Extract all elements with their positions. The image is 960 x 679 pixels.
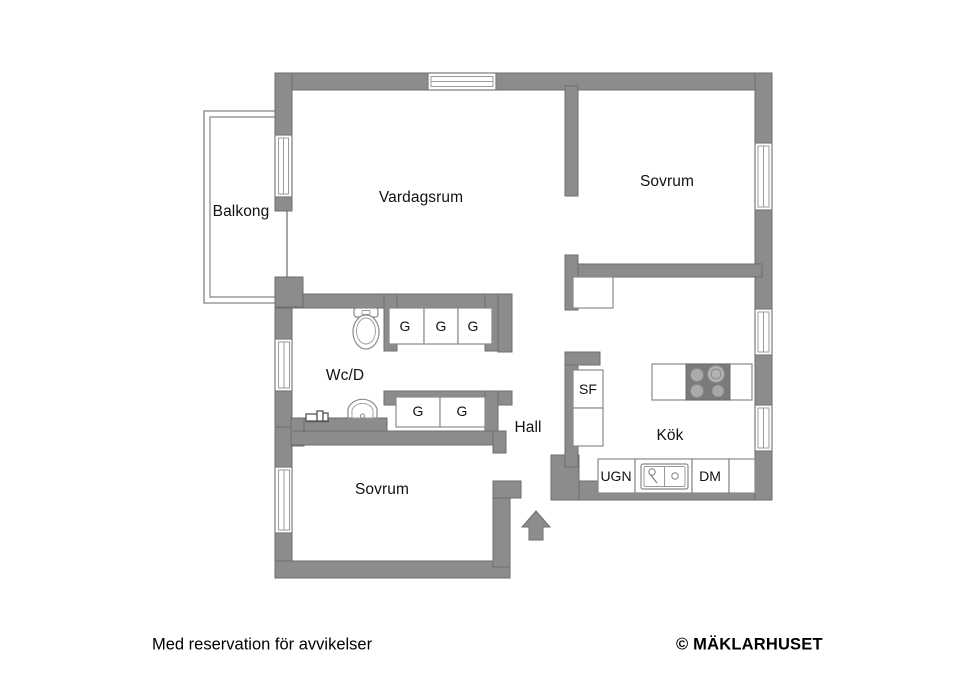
room-label-sovrum-south: Sovrum: [354, 481, 410, 498]
washbasin-icon: [347, 398, 378, 419]
closet-label-lower-1: G: [412, 403, 424, 419]
closet-upper-1: [388, 307, 425, 345]
room-label-hall: Hall: [514, 419, 542, 436]
room-label-wc-d: Wc/D: [325, 367, 365, 384]
wall-left-sill-a: [274, 196, 293, 212]
sf-box-lower: [572, 407, 604, 447]
cabinet-outlines: [388, 276, 614, 428]
sf-box: [572, 369, 604, 409]
closet-label-upper-3: G: [467, 318, 479, 334]
room-label-kok: Kök: [656, 427, 684, 444]
window-balcony-door: [274, 134, 293, 198]
closet-upper-3: [457, 307, 493, 345]
wall-left-sill-b: [274, 390, 293, 428]
window-wc: [274, 338, 293, 392]
walls: [274, 72, 773, 579]
closet-label-upper-2: G: [435, 318, 447, 334]
room-label-balkong: Balkong: [212, 203, 270, 220]
washing-machine-icon: [305, 410, 329, 423]
counter-bottom-end: [728, 458, 756, 494]
wall-hall-kok-top-stub: [564, 351, 601, 366]
wall-bedroom-north: [290, 430, 507, 446]
wall-exterior-top: [274, 72, 773, 91]
windows: [274, 72, 773, 534]
wall-bedroom-south-bottom: [274, 560, 511, 579]
wall-bedroom-south-right-step: [492, 480, 522, 499]
entrance-arrow: [520, 510, 552, 541]
kitchen-sink-icon: [640, 463, 689, 490]
window-right-2: [754, 308, 773, 356]
window-right-3: [754, 404, 773, 452]
copyright-text: © MÄKLARHUSET: [676, 635, 823, 654]
toilet-icon: [352, 307, 380, 350]
closet-label-lower-2: G: [456, 403, 468, 419]
window-top: [427, 72, 497, 91]
wall-bedroom-north-east-stub: [492, 430, 507, 454]
wall-exterior-left-south: [274, 426, 293, 468]
window-right-1: [754, 142, 773, 211]
closet-sovrum-north: [572, 276, 614, 309]
window-sovrum-south: [274, 466, 293, 534]
wall-sovrum-kok-divider: [564, 263, 763, 278]
wall-exterior-left-upper: [274, 72, 293, 136]
wall-corridor-left-stub: [274, 276, 304, 308]
room-label-vardagsrum: Vardagsrum: [378, 189, 464, 206]
counter-bottom-dm: [691, 458, 730, 494]
appliance-label-dm: DM: [699, 468, 721, 484]
closet-lower-2: [439, 396, 486, 428]
wall-hall-west-upper: [497, 293, 513, 353]
counter-bottom-ugn: [597, 458, 636, 494]
stove-icon: [685, 363, 731, 401]
closet-label-upper-1: G: [399, 318, 411, 334]
appliance-label-sf: SF: [579, 381, 597, 397]
appliance-label-ugn: UGN: [600, 468, 632, 484]
room-label-sovrum-north: Sovrum: [639, 173, 695, 190]
disclaimer-text: Med reservation för avvikelser: [152, 635, 373, 654]
wall-vardagsrum-sovrum-divider: [564, 85, 579, 197]
